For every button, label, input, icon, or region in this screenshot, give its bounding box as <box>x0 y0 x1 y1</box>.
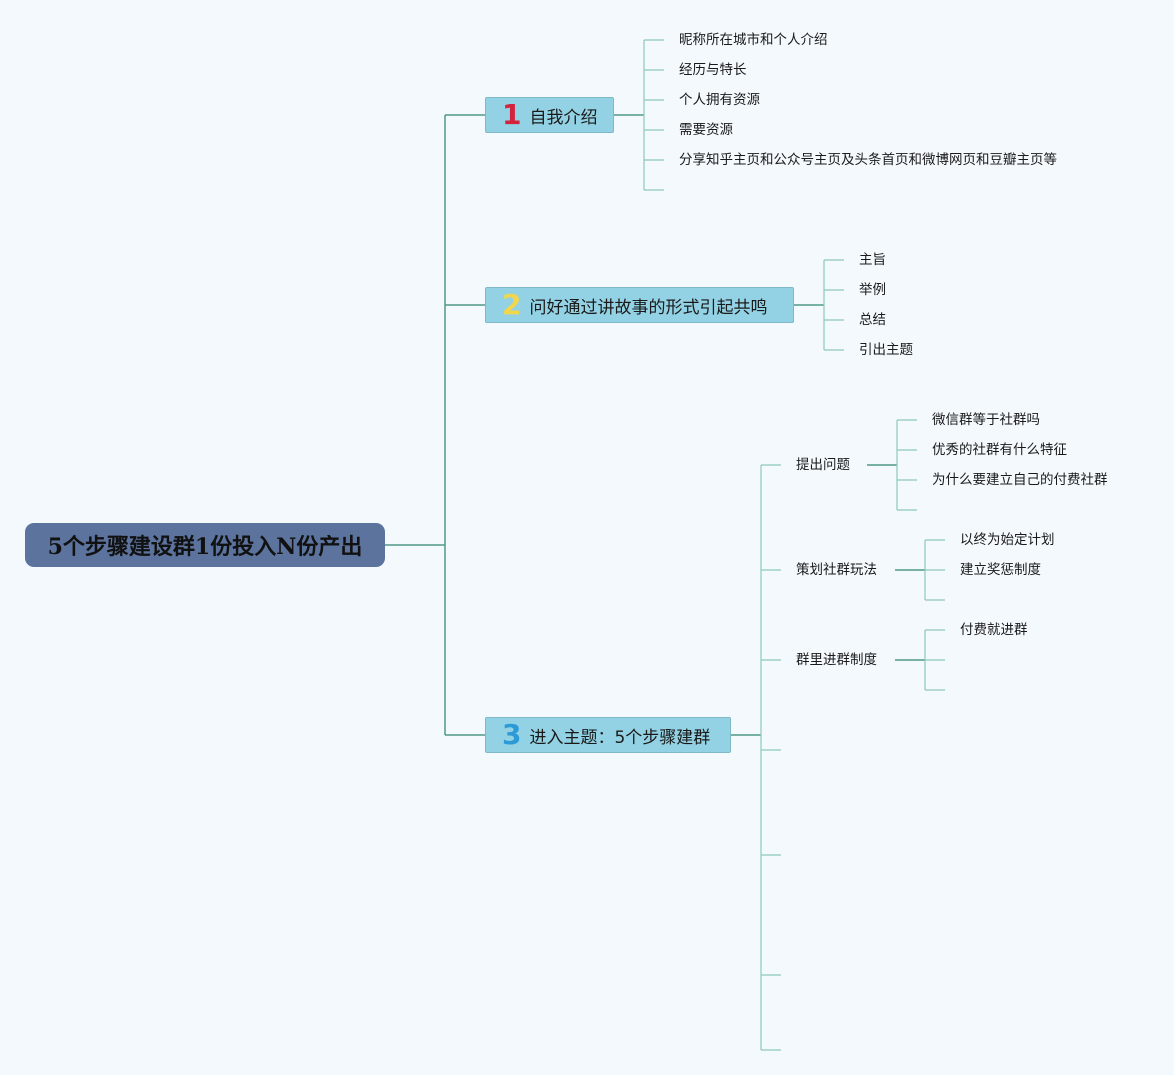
number-2-icon: 2 <box>502 288 522 321</box>
leaf-item[interactable]: 以终为始定计划 <box>960 532 1055 548</box>
leaf-item[interactable]: 付费就进群 <box>960 622 1028 638</box>
leaf-item[interactable]: 为什么要建立自己的付费社群 <box>932 472 1108 488</box>
leaf-item[interactable]: 举例 <box>859 282 886 298</box>
branch-self-introduction[interactable]: 1 自我介绍 <box>485 97 614 133</box>
leaf-item[interactable]: 主旨 <box>859 252 886 268</box>
branch-greeting-story[interactable]: 2 问好通过讲故事的形式引起共鸣 <box>485 287 794 323</box>
branch-enter-topic[interactable]: 3 进入主题：5个步骤建群 <box>485 717 731 753</box>
subtopic-join-rules[interactable]: 群里进群制度 <box>796 652 877 668</box>
leaf-item[interactable]: 经历与特长 <box>679 62 747 78</box>
leaf-item[interactable]: 需要资源 <box>679 122 733 138</box>
branch-label: 进入主题：5个步骤建群 <box>529 727 711 748</box>
leaf-item[interactable]: 建立奖惩制度 <box>960 562 1041 578</box>
root-topic-label: 5个步骤建设群1份投入N份产出 <box>47 534 363 560</box>
root-topic[interactable]: 5个步骤建设群1份投入N份产出 <box>25 523 385 567</box>
leaf-item[interactable]: 微信群等于社群吗 <box>932 412 1040 428</box>
leaf-item[interactable]: 总结 <box>859 312 886 328</box>
number-3-icon: 3 <box>502 718 522 751</box>
number-1-icon: 1 <box>502 98 522 131</box>
leaf-item[interactable]: 个人拥有资源 <box>679 92 760 108</box>
leaf-item[interactable]: 昵称所在城市和个人介绍 <box>679 32 828 48</box>
subtopic-raise-questions[interactable]: 提出问题 <box>796 457 850 473</box>
leaf-item[interactable]: 优秀的社群有什么特征 <box>932 442 1067 458</box>
leaf-item[interactable]: 分享知乎主页和公众号主页及头条首页和微博网页和豆瓣主页等 <box>679 152 1057 168</box>
branch-label: 问好通过讲故事的形式引起共鸣 <box>529 297 768 318</box>
branch-label: 自我介绍 <box>529 107 598 128</box>
subtopic-plan-gameplay[interactable]: 策划社群玩法 <box>796 562 877 578</box>
leaf-item[interactable]: 引出主题 <box>859 342 913 358</box>
